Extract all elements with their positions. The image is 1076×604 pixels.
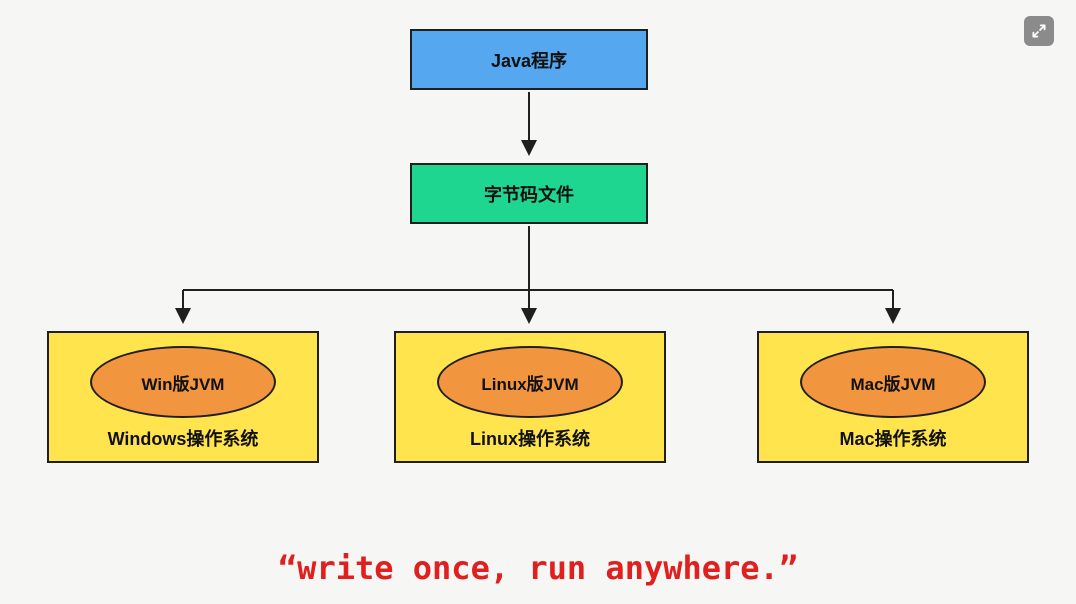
mac-jvm-label: Mac版JVM [850, 374, 936, 394]
win-jvm-ellipse: Win版JVM [90, 346, 276, 418]
mac-jvm-ellipse: Mac版JVM [800, 346, 986, 418]
expand-icon [1032, 24, 1046, 38]
platform-box-mac: Mac版JVM Mac操作系统 [757, 331, 1029, 463]
quote-text: “write once, run anywhere.” [277, 549, 799, 587]
mac-os-label: Mac操作系统 [839, 429, 947, 449]
expand-button[interactable] [1024, 16, 1054, 46]
platform-box-windows: Win版JVM Windows操作系统 [47, 331, 319, 463]
linux-jvm-label: Linux版JVM [481, 374, 579, 394]
win-jvm-label: Win版JVM [141, 374, 225, 394]
java-program-box: Java程序 [410, 29, 648, 90]
windows-os-label: Windows操作系统 [107, 429, 259, 449]
bytecode-file-label: 字节码文件 [484, 184, 574, 205]
platform-box-linux: Linux版JVM Linux操作系统 [394, 331, 666, 463]
bytecode-file-box: 字节码文件 [410, 163, 648, 224]
linux-os-label: Linux操作系统 [470, 429, 590, 449]
linux-jvm-ellipse: Linux版JVM [437, 346, 623, 418]
java-program-label: Java程序 [490, 50, 568, 71]
